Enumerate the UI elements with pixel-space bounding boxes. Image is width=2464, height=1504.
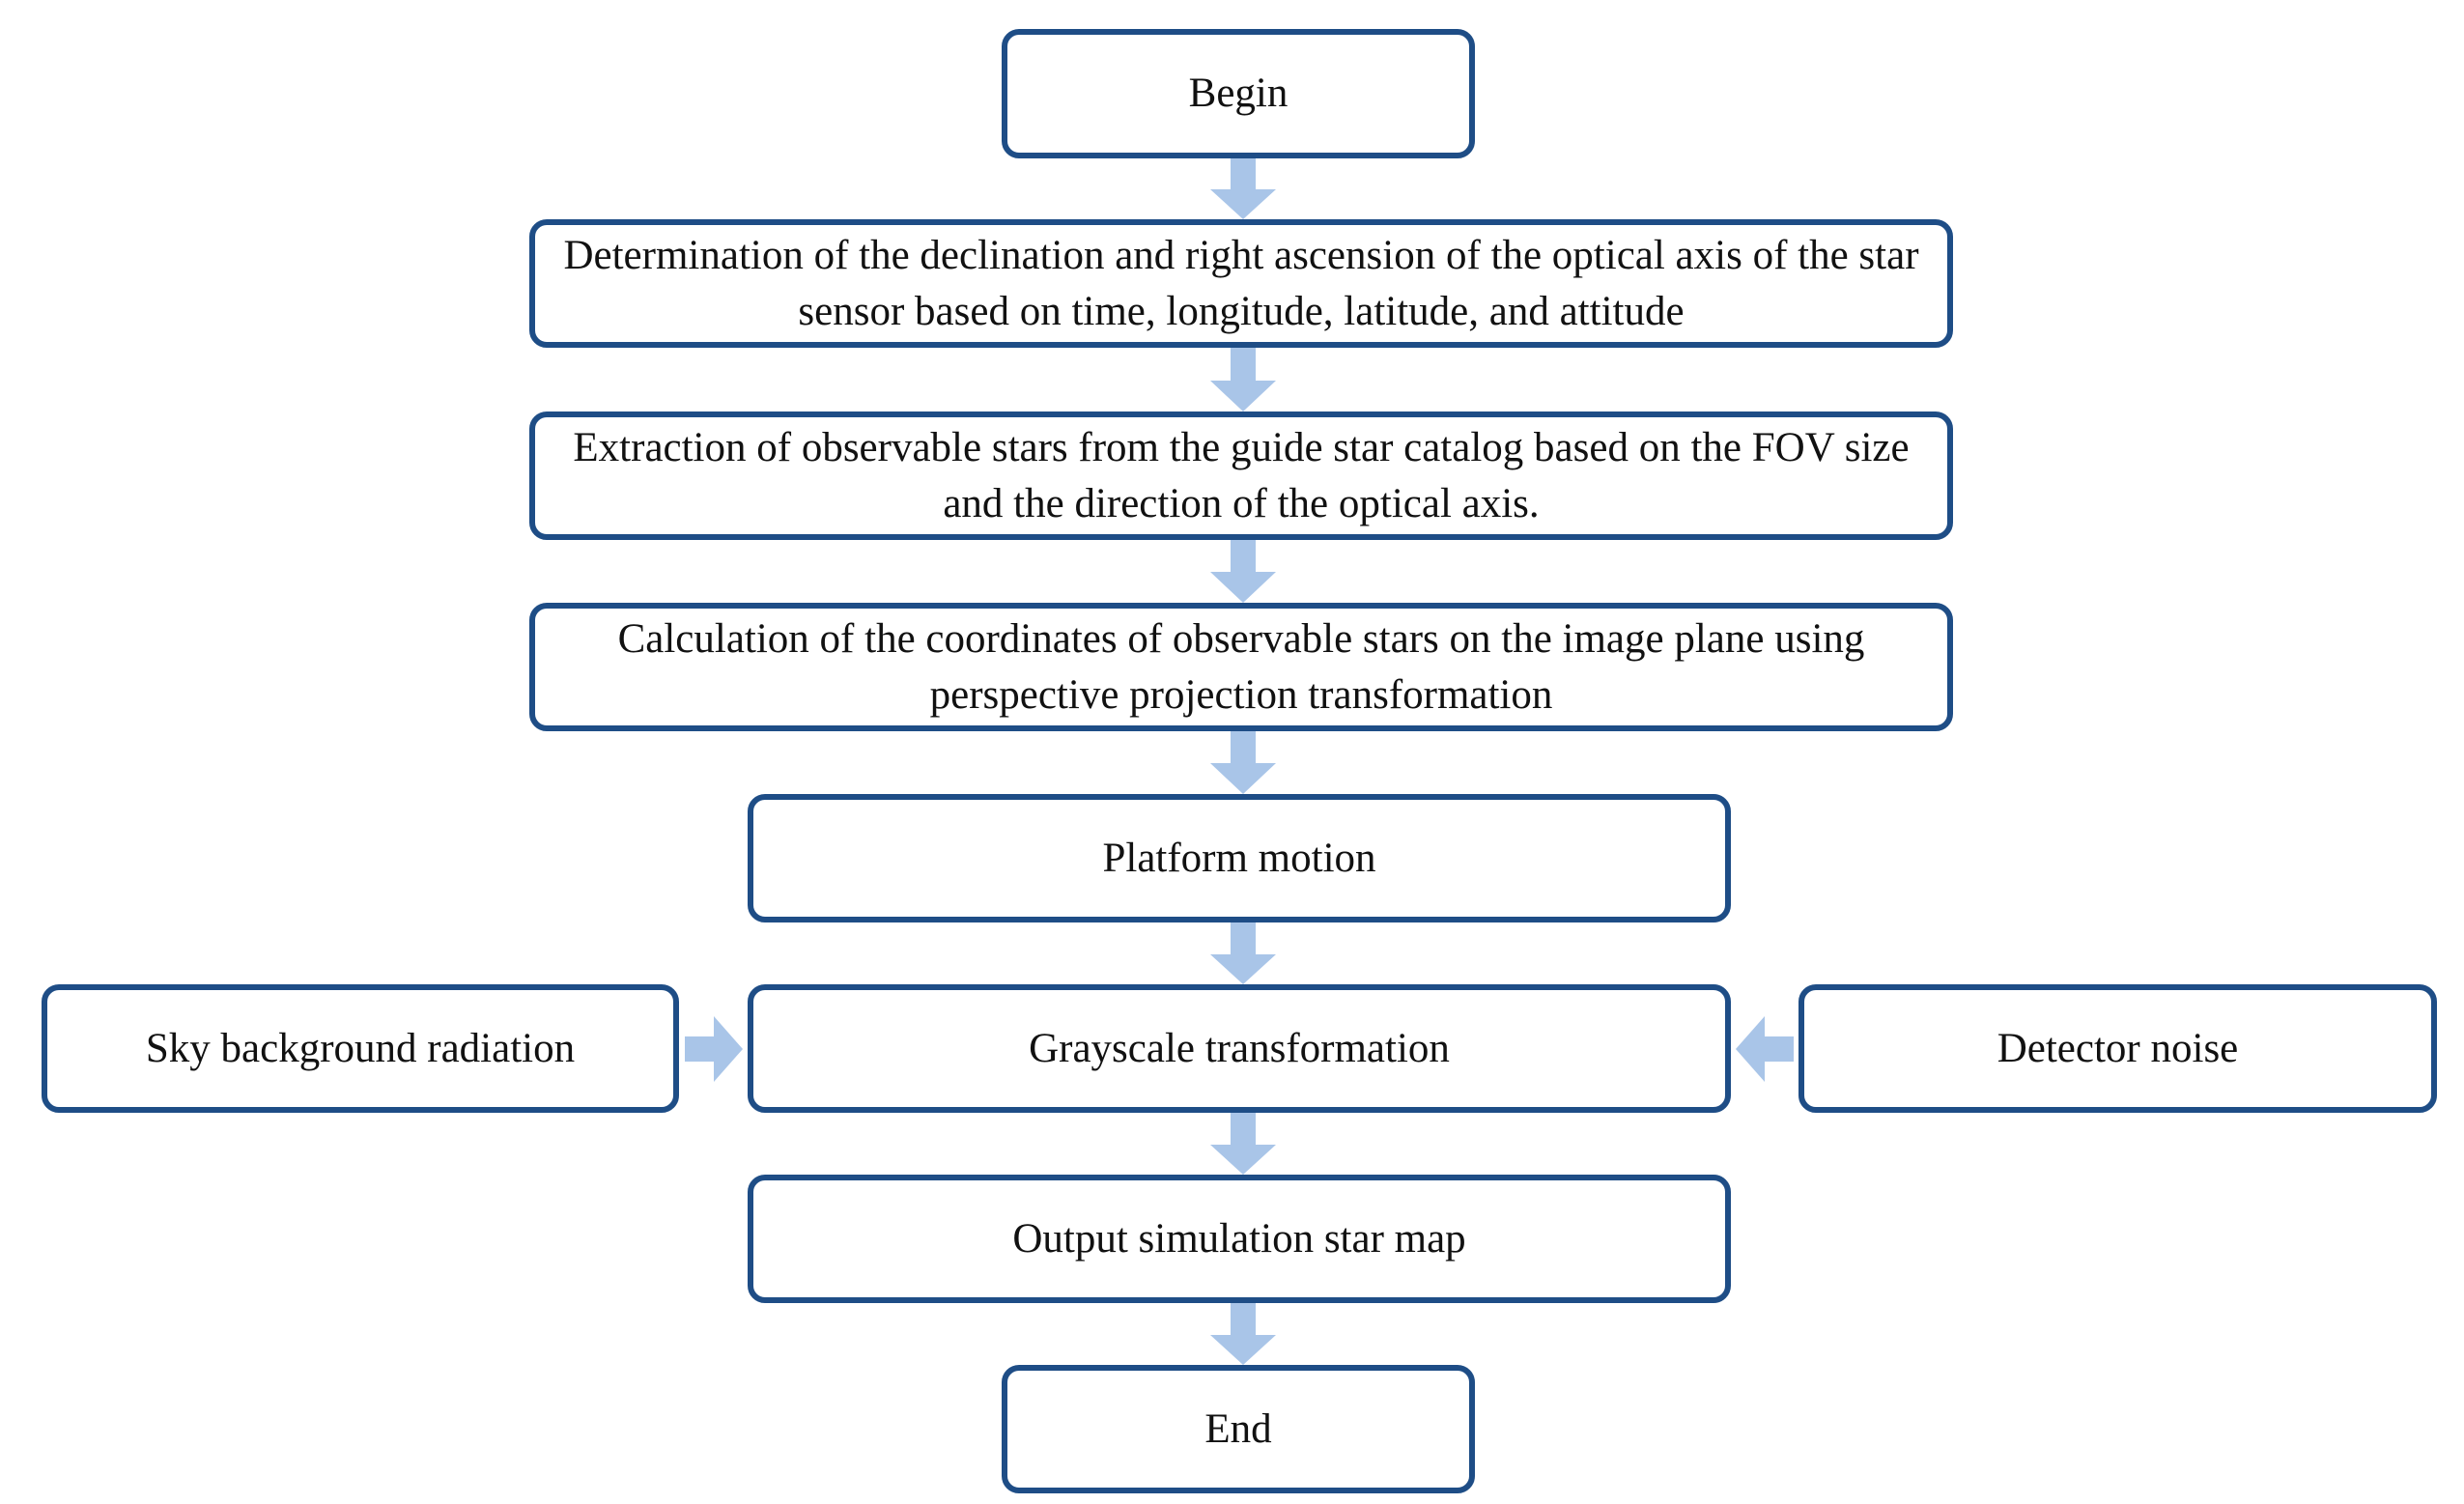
detector-noise-label: Detector noise <box>1997 1025 2239 1071</box>
arrow-noise-to-grayscale <box>1736 1016 1794 1082</box>
sky-background-label: Sky background radiation <box>145 1025 576 1071</box>
end-node: End <box>1002 1365 1475 1493</box>
platform-motion-label: Platform motion <box>1102 835 1376 881</box>
arrow-sky-to-grayscale <box>685 1016 743 1082</box>
calculation-node: Calculation of the coordinates of observ… <box>529 603 1953 731</box>
arrow-determination-to-extraction <box>1210 348 1276 411</box>
grayscale-node: Grayscale transformation <box>748 984 1731 1113</box>
arrow-calculation-to-platform <box>1210 731 1276 794</box>
platform-motion-node: Platform motion <box>748 794 1731 922</box>
calculation-label: Calculation of the coordinates of observ… <box>617 615 1865 718</box>
sky-background-node: Sky background radiation <box>42 984 679 1113</box>
extraction-label: Extraction of observable stars from the … <box>573 424 1910 526</box>
detector-noise-node: Detector noise <box>1798 984 2437 1113</box>
output-label: Output simulation star map <box>1012 1215 1466 1262</box>
output-node: Output simulation star map <box>748 1175 1731 1303</box>
begin-label: Begin <box>1188 71 1289 116</box>
end-label: End <box>1204 1405 1272 1452</box>
extraction-node: Extraction of observable stars from the … <box>529 411 1953 540</box>
arrow-grayscale-to-output <box>1210 1113 1276 1175</box>
arrow-platform-to-grayscale <box>1210 922 1276 984</box>
begin-node: Begin <box>1002 29 1475 158</box>
grayscale-label: Grayscale transformation <box>1029 1025 1450 1071</box>
arrow-output-to-end <box>1210 1303 1276 1365</box>
determination-label: Determination of the declination and rig… <box>563 232 1919 334</box>
arrow-begin-to-determination <box>1210 158 1276 219</box>
determination-node: Determination of the declination and rig… <box>529 219 1953 348</box>
arrow-extraction-to-calculation <box>1210 540 1276 603</box>
